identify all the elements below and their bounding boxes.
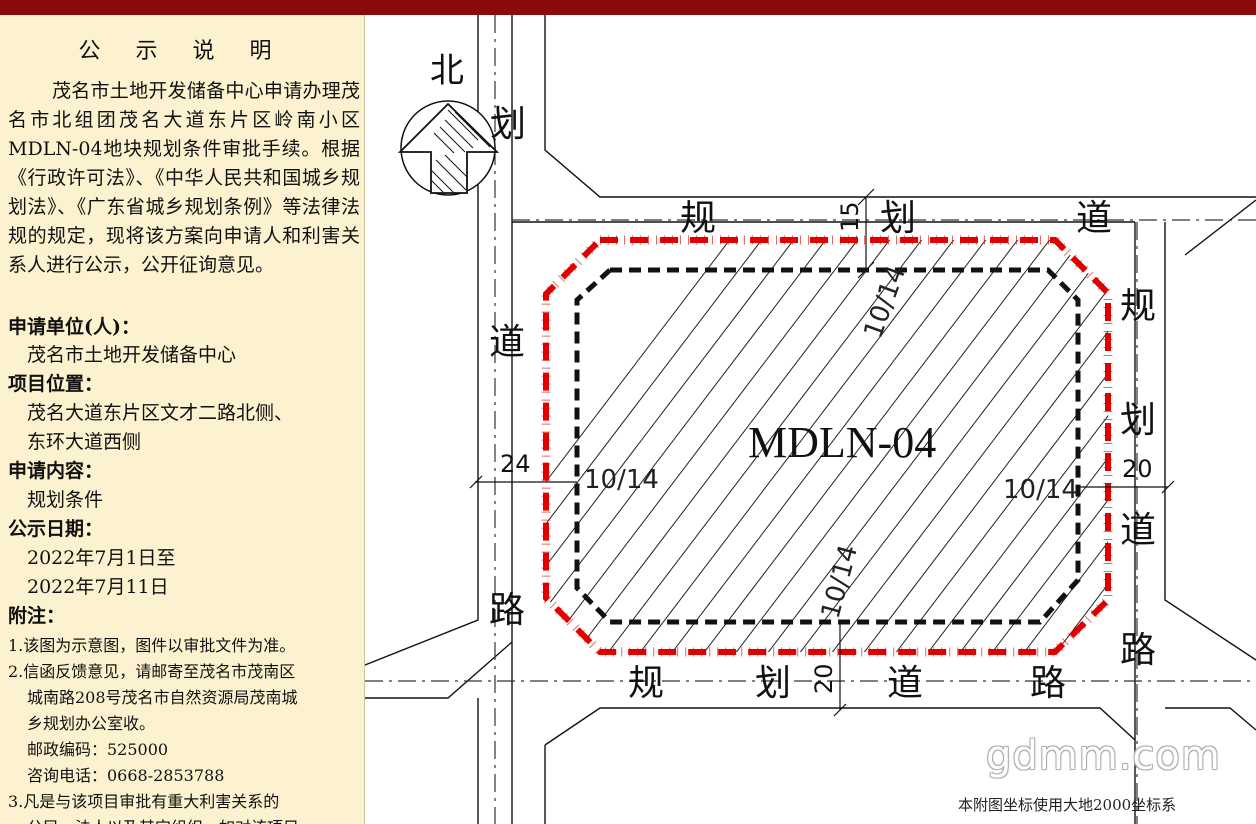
note-3-line-2: 公民、法人以及其它组织，如对该项目 bbox=[27, 814, 299, 824]
road-label-bottom-1: 规 bbox=[628, 663, 664, 703]
hatch-line bbox=[859, 240, 1108, 652]
content-label: 申请内容： bbox=[8, 460, 104, 482]
dimension-lines bbox=[469, 188, 1175, 717]
road-label-bottom-2: 划 bbox=[755, 663, 791, 703]
hatch-line bbox=[546, 240, 889, 652]
setback-line bbox=[574, 267, 1081, 625]
note-1: 1.该图为示意图，图件以审批文件为准。 bbox=[8, 636, 296, 655]
site-plan-map: 北 规 划 道 规 划 道 路 划 道 路 规 划 道 路 MDLN-04 15… bbox=[365, 15, 1256, 824]
date-from: 2022年7月1日至 bbox=[27, 547, 176, 569]
road-label-top-3: 道 bbox=[1076, 198, 1112, 238]
notice-intro: 茂名市土地开发储备中心申请办理茂名市北组团茂名大道东片区岭南小区MDLN-04地… bbox=[8, 80, 360, 276]
hatch-line bbox=[955, 240, 1108, 652]
road-label-bottom-4: 路 bbox=[1030, 663, 1066, 703]
watermark: gdmm.com bbox=[986, 733, 1221, 779]
north-arrow-icon bbox=[397, 100, 500, 196]
hatch-line bbox=[603, 240, 985, 652]
road-label-bottom-3: 道 bbox=[887, 663, 923, 703]
road-label-right-4: 路 bbox=[1120, 630, 1156, 670]
note-2-line-3: 乡规划办公室收。 bbox=[27, 714, 156, 733]
road-centre-lines bbox=[365, 15, 1256, 824]
hatch-line bbox=[667, 240, 1049, 652]
road-edges bbox=[365, 15, 1256, 824]
setback-right: 10/14 bbox=[1003, 475, 1078, 505]
setback-bottom: 10/14 bbox=[816, 542, 864, 622]
dimension-labels: 15 24 20 20 bbox=[500, 201, 1153, 694]
hatch-line bbox=[763, 240, 1108, 652]
hatch-line bbox=[546, 240, 857, 652]
hatch-line bbox=[546, 240, 793, 652]
hatch-line bbox=[1212, 200, 1256, 700]
road-label-left-1: 划 bbox=[490, 104, 526, 144]
phone: 咨询电话：0668-2853788 bbox=[27, 766, 225, 785]
hatch-line bbox=[987, 240, 1108, 652]
hatch-line bbox=[571, 240, 953, 652]
hatch-line bbox=[827, 240, 1108, 652]
applicant-value: 茂名市土地开发储备中心 bbox=[27, 344, 237, 366]
dim-left: 24 bbox=[500, 450, 531, 478]
setback-left: 10/14 bbox=[584, 465, 659, 495]
hatch-line bbox=[891, 240, 1108, 652]
postcode: 邮政编码：525000 bbox=[27, 740, 169, 759]
top-bar bbox=[0, 0, 1256, 15]
road-labels: 规 划 道 规 划 道 路 划 道 路 规 划 道 路 bbox=[489, 104, 1156, 703]
hatch-line bbox=[546, 240, 761, 652]
parcel-hatch bbox=[546, 200, 1256, 700]
note-3-line-1: 3.凡是与该项目审批有重大利害关系的 bbox=[8, 792, 280, 811]
date-label: 公示日期： bbox=[8, 518, 104, 540]
dim-bottom: 20 bbox=[810, 663, 838, 694]
note-2-line-2: 城南路208号茂名市自然资源局茂南城 bbox=[27, 688, 298, 707]
notes-label: 附注： bbox=[8, 605, 66, 627]
content-value: 规划条件 bbox=[27, 489, 104, 511]
notice-panel: 公 示 说 明 茂名市土地开发储备中心申请办理茂名市北组团茂名大道东片区岭南小区… bbox=[0, 15, 365, 824]
hatch-line bbox=[923, 240, 1108, 652]
parcel-boundary bbox=[543, 237, 1111, 655]
road-label-right-1: 规 bbox=[1120, 286, 1156, 326]
coordinate-note: 本附图坐标使用大地2000坐标系 bbox=[958, 796, 1177, 814]
hatch-line bbox=[546, 240, 825, 652]
hatch-line bbox=[1244, 200, 1256, 700]
panel-title: 公 示 说 明 bbox=[78, 39, 286, 64]
dim-right: 20 bbox=[1122, 455, 1153, 483]
location-line-2: 东环大道西侧 bbox=[27, 431, 142, 453]
parcel-id: MDLN-04 bbox=[748, 418, 936, 467]
note-2-line-1: 2.信函反馈意见，请邮寄至茂名市茂南区 bbox=[8, 662, 296, 681]
location-label: 项目位置： bbox=[8, 373, 104, 395]
hatch-line bbox=[635, 240, 1017, 652]
date-to: 2022年7月11日 bbox=[27, 576, 169, 598]
hatch-line bbox=[1019, 240, 1108, 652]
hatch-line bbox=[699, 240, 1081, 652]
road-label-right-2: 划 bbox=[1120, 400, 1156, 440]
north-label: 北 bbox=[430, 53, 464, 90]
hatch-line bbox=[1083, 240, 1108, 652]
road-label-left-3: 路 bbox=[489, 590, 525, 630]
road-label-right-3: 道 bbox=[1120, 510, 1156, 550]
dim-top: 15 bbox=[836, 201, 864, 232]
hatch-line bbox=[1180, 200, 1256, 700]
hatch-line bbox=[731, 240, 1108, 652]
road-label-top-2: 划 bbox=[880, 198, 916, 238]
road-label-left-2: 道 bbox=[489, 322, 525, 362]
applicant-label: 申请单位(人)： bbox=[8, 316, 140, 338]
hatch-line bbox=[795, 240, 1108, 652]
setback-top: 10/14 bbox=[858, 262, 912, 343]
road-label-top-1: 规 bbox=[680, 198, 716, 238]
location-line-1: 茂名大道东片区文才二路北侧、 bbox=[27, 402, 294, 424]
